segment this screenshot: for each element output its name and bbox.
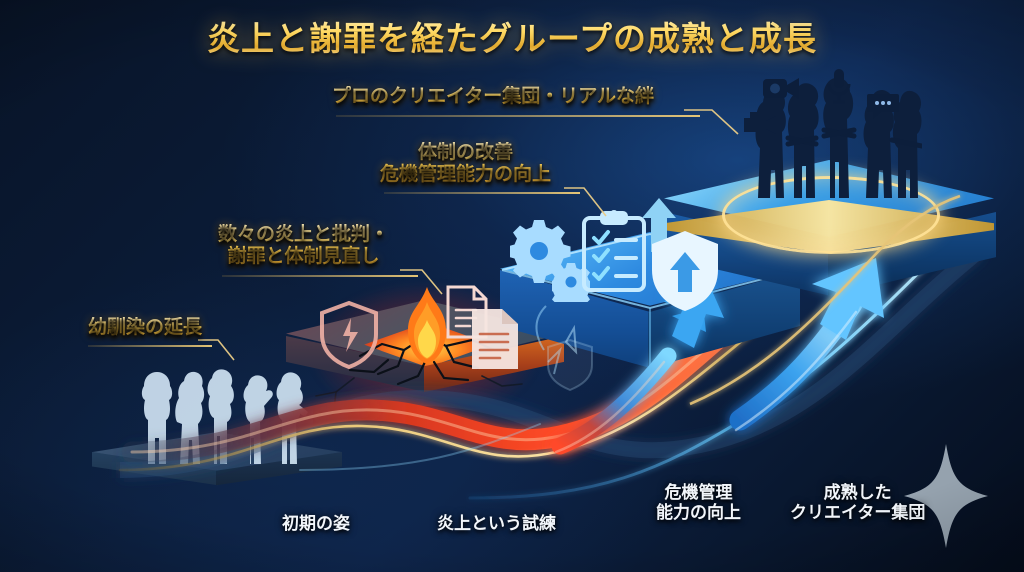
broken-shield-icon bbox=[320, 300, 378, 370]
microphone-icon bbox=[827, 69, 851, 104]
caption-stage1-line1: 初期の姿 bbox=[282, 514, 350, 533]
caption-stage1: 初期の姿 bbox=[282, 514, 350, 534]
caption-stage3-line2: 能力の向上 bbox=[656, 503, 741, 523]
caption-stage2-line1: 炎上という試練 bbox=[437, 514, 556, 533]
callout-stage3-leader bbox=[564, 187, 607, 217]
callout-stage2-line2: 謝罪と体制見直し bbox=[227, 246, 380, 268]
callout-stage3-line2: 危機管理能力の向上 bbox=[380, 164, 552, 186]
shield-up-arrow-icon bbox=[652, 231, 718, 311]
callout-stage4: プロのクリエイター集団・リアルな絆 bbox=[332, 86, 654, 108]
callout-stage3-rule bbox=[384, 192, 580, 194]
callout-stage1-leader bbox=[198, 339, 235, 361]
caption-stage3-line1: 危機管理 bbox=[664, 483, 733, 502]
up-arrow-icon bbox=[642, 198, 676, 252]
stage4-figure-group bbox=[744, 78, 922, 198]
stage1-figure-group bbox=[141, 369, 308, 464]
caption-stage4: 成熟した クリエイター集団 bbox=[790, 483, 925, 524]
document-icon bbox=[472, 309, 518, 369]
callout-stage2-line1: 数々の炎上と批判・ bbox=[218, 224, 390, 245]
video-camera-icon bbox=[763, 78, 799, 99]
callout-stage2: 数々の炎上と批判・ 謝罪と体制見直し bbox=[218, 224, 389, 269]
callout-stage3: 体制の改善 危機管理能力の向上 bbox=[380, 142, 551, 187]
callout-stage4-line1: プロのクリエイター集団・リアルな絆 bbox=[332, 86, 655, 107]
caption-stage3: 危機管理 能力の向上 bbox=[656, 483, 741, 524]
caption-stage2: 炎上という試練 bbox=[437, 514, 556, 534]
callout-stage3-line1: 体制の改善 bbox=[418, 142, 514, 163]
callout-stage4-leader bbox=[684, 109, 739, 135]
callout-stage1: 幼馴染の延長 bbox=[88, 317, 202, 339]
page-title: 炎上と謝罪を経たグループの成熟と成長 bbox=[0, 12, 1024, 60]
speech-bubble-icon bbox=[867, 94, 899, 119]
caption-stage4-line2: クリエイター集団 bbox=[790, 503, 926, 523]
caption-stage4-line1: 成熟した bbox=[823, 483, 892, 502]
callout-stage1-line1: 幼馴染の延長 bbox=[88, 317, 203, 338]
callout-stage4-rule bbox=[336, 115, 700, 117]
callout-stage2-leader bbox=[400, 269, 443, 295]
callout-stage1-rule bbox=[88, 345, 212, 347]
callout-stage2-rule bbox=[222, 275, 418, 277]
